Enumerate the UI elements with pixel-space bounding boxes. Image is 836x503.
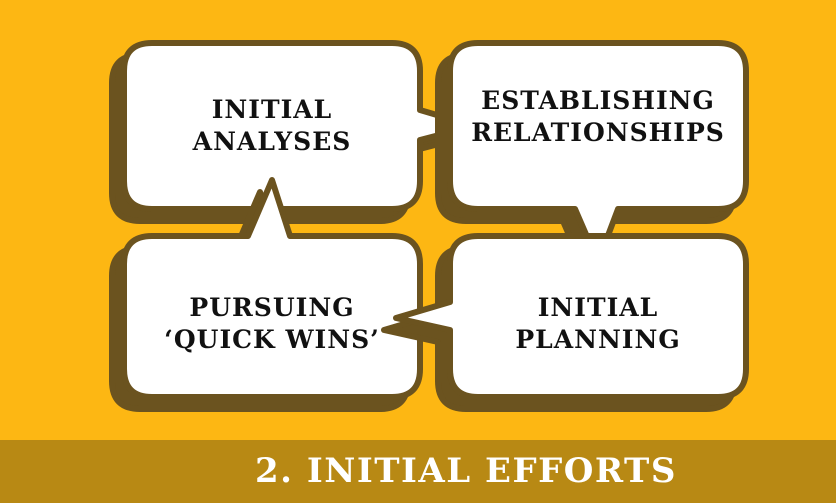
bubble-initial-analyses [109, 40, 477, 224]
footer-bar: 2. INITIAL EFFORTS [0, 440, 836, 503]
cycle-diagram [109, 40, 749, 412]
bubble-pursuing-quick-wins [109, 177, 423, 412]
bubble-establishing-relationships [435, 40, 749, 277]
footer-title: 2. INITIAL EFFORTS [255, 451, 677, 491]
bubble-shape [121, 40, 477, 212]
bubble-shape [447, 40, 749, 265]
bubble-shape [121, 177, 423, 400]
bubble-initial-planning [381, 233, 749, 412]
bubble-shape [393, 233, 749, 400]
